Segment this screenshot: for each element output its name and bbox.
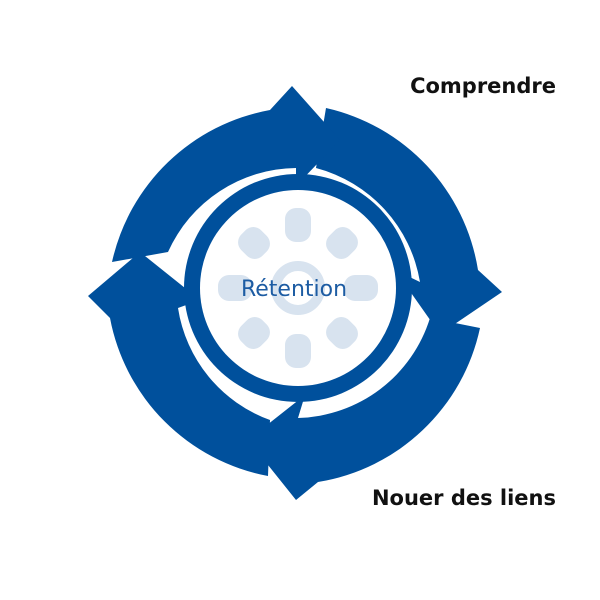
arrow-segment-right <box>316 108 502 334</box>
wheel-hub <box>271 261 325 315</box>
wheel-spoke <box>238 317 270 349</box>
wheel-spoke <box>326 317 358 349</box>
wheel-spoke <box>285 334 311 368</box>
arrow-segment-left <box>88 252 270 476</box>
arrow-segment-bottom <box>248 318 480 500</box>
wheel-icon <box>218 208 378 368</box>
arrow-segment-top <box>112 86 340 262</box>
wheel-spoke <box>326 227 358 259</box>
stage-label-nouer-des-liens: Nouer des liens <box>371 486 556 510</box>
wheel-spoke <box>238 227 270 259</box>
wheel-spoke <box>285 208 311 242</box>
stage-label-comprendre: Comprendre <box>410 74 556 98</box>
center-label: Rétention <box>241 277 347 302</box>
cycle-arrows <box>88 86 502 500</box>
wheel-spoke <box>218 275 252 301</box>
wheel-spoke <box>344 275 378 301</box>
